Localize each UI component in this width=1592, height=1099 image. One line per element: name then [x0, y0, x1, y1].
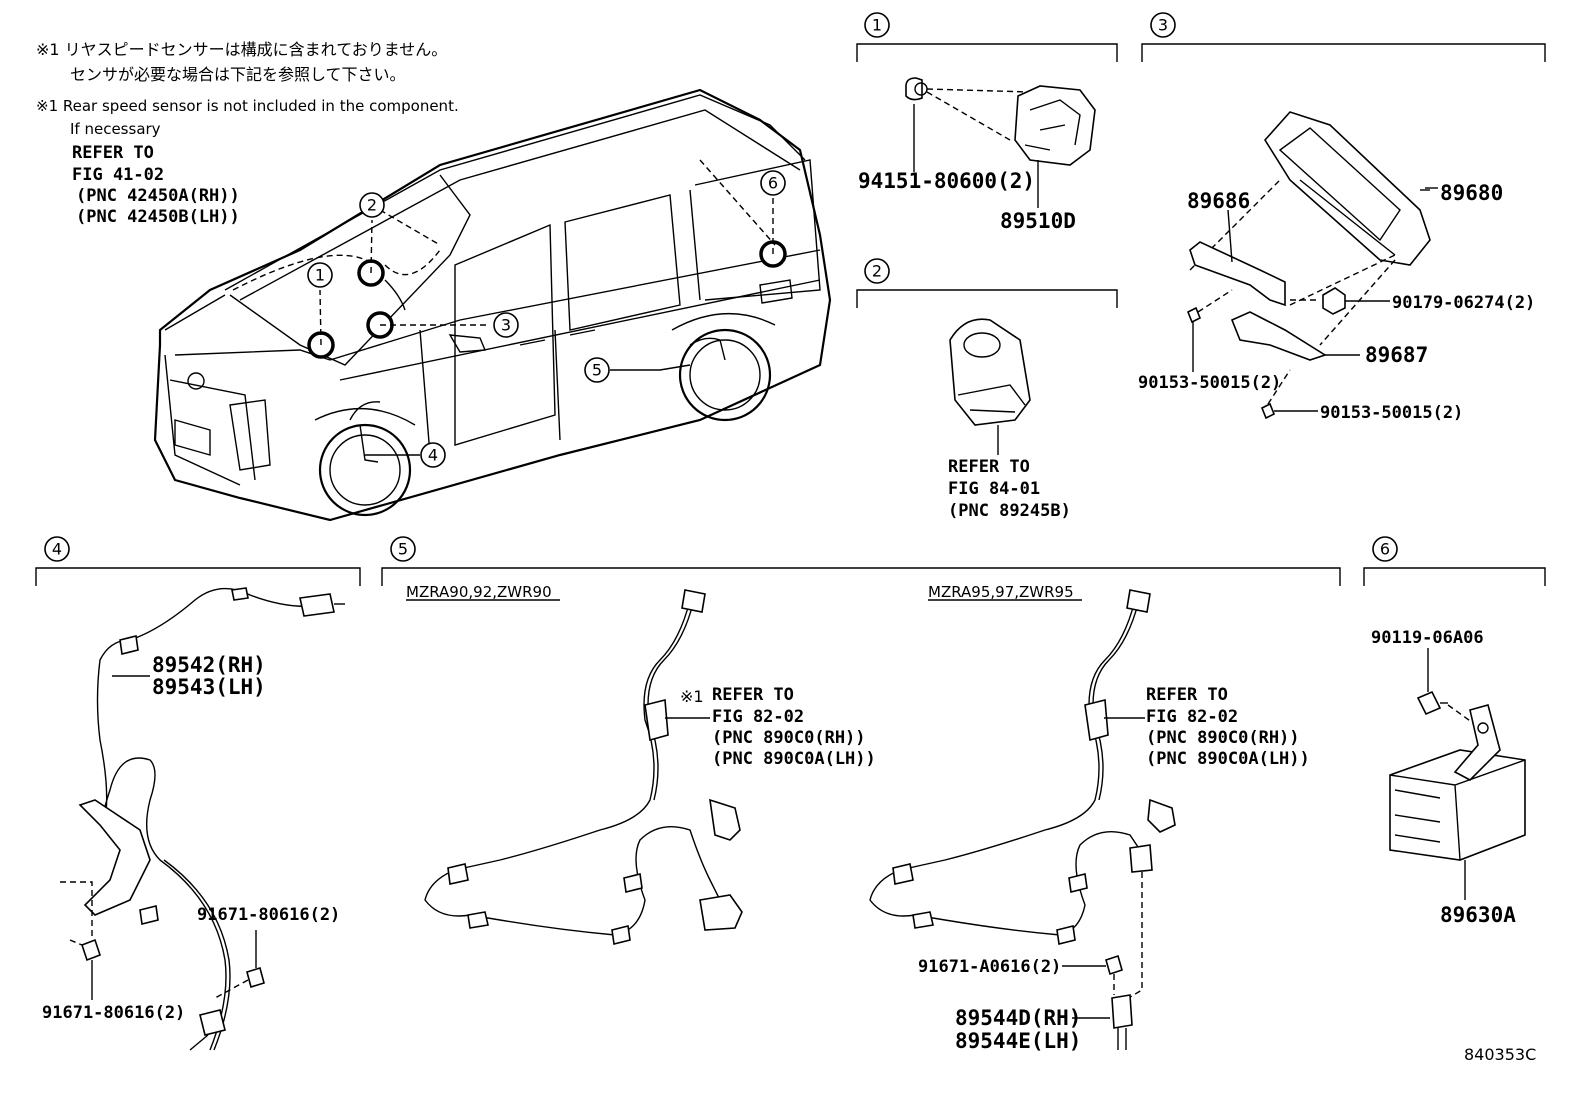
bracket-89687-part — [1230, 311, 1327, 361]
bolt-90119-part — [1416, 690, 1442, 716]
section-2-number: 2 — [872, 262, 882, 281]
label-94151-80600: 94151-80600(2) — [858, 169, 1035, 193]
model-label-b: MZRA95,97,ZWR95 — [928, 583, 1074, 601]
label-91671-80616-upper: 91671-80616(2) — [197, 905, 340, 925]
section-5-mark: ※1 — [680, 687, 704, 706]
nut-90179-part — [1322, 287, 1346, 315]
note-refer-3: (PNC 42450A(RH)) — [76, 186, 240, 206]
section-4-number: 4 — [52, 540, 62, 559]
label-89544d-rh: 89544D(RH) — [955, 1006, 1081, 1030]
label-89544e-lh: 89544E(LH) — [955, 1029, 1081, 1053]
section-5b-refer-4: (PNC 890C0A(LH)) — [1146, 749, 1310, 769]
section-1-number: 1 — [872, 16, 882, 35]
section-5a-refer-4: (PNC 890C0A(LH)) — [712, 749, 876, 769]
vehicle-illustration — [153, 88, 832, 522]
vehicle-callouts: 1 2 3 4 5 6 — [307, 170, 786, 468]
vehicle-callout-6: 6 — [760, 170, 786, 196]
label-89686: 89686 — [1187, 189, 1250, 213]
wire-bracket-part — [78, 799, 151, 916]
section-3: 3 89680 89686 90179-06274(2) 89687 90153… — [1138, 12, 1546, 423]
section-2-refer-3: (PNC 89245B) — [948, 501, 1071, 521]
section-1: 1 94151-80600(2) 89510D — [856, 12, 1118, 233]
svg-text:6: 6 — [768, 174, 778, 193]
bolt-91671-a0616-part — [1105, 954, 1123, 976]
section-5b-refer-3: (PNC 890C0(RH)) — [1146, 728, 1300, 748]
note-jp-line2: センサが必要な場合は下記を参照して下さい。 — [70, 65, 406, 84]
section-5: 5 MZRA90,92,ZWR90 MZRA95,97,ZWR95 ※1 REF… — [381, 536, 1341, 1053]
vehicle-callout-5: 5 — [584, 357, 610, 383]
label-91671-a0616: 91671-A0616(2) — [918, 957, 1061, 977]
section-5a-refer-3: (PNC 890C0(RH)) — [712, 728, 866, 748]
section-2: 2 REFER TO FIG 84-01 (PNC 89245B) — [856, 258, 1118, 521]
bolt-90153-b-part — [1260, 402, 1276, 420]
vehicle-callout-2: 2 — [359, 192, 385, 218]
rear-harness-a — [424, 599, 721, 936]
section-5-number: 5 — [398, 540, 408, 559]
section-2-refer-2: FIG 84-01 — [948, 479, 1040, 499]
sensor-89510D-part — [1014, 85, 1096, 166]
section-5a-refer-2: FIG 82-02 — [712, 707, 804, 727]
notes-block: ※1 リヤスピードセンサーは構成に含まれておりません。 センサが必要な場合は下記… — [36, 40, 459, 227]
figure-code: 840353C — [1464, 1045, 1536, 1064]
note-en-line1: ※1 Rear speed sensor is not included in … — [36, 97, 459, 115]
note-en-line2: If necessary — [70, 120, 161, 138]
rear-harness-b — [869, 599, 1141, 936]
section-6: 6 90119-06A06 89630A — [1363, 536, 1546, 927]
vehicle-callout-4: 4 — [420, 442, 446, 468]
svg-text:5: 5 — [592, 361, 602, 380]
svg-text:4: 4 — [428, 446, 438, 465]
label-90153-50015-a: 90153-50015(2) — [1138, 373, 1281, 393]
svg-text:3: 3 — [501, 316, 511, 335]
bolt-91671-lower-part — [80, 938, 102, 962]
section-5b-refer-2: FIG 82-02 — [1146, 707, 1238, 727]
note-refer-4: (PNC 42450B(LH)) — [76, 207, 240, 227]
bolt-90153-a-part — [1186, 306, 1202, 324]
section-5a-refer-1: REFER TO — [712, 685, 794, 705]
model-label-a: MZRA90,92,ZWR90 — [406, 583, 552, 601]
vehicle-callout-1: 1 — [307, 262, 333, 288]
grommet-part — [905, 77, 923, 101]
label-89543-lh: 89543(LH) — [152, 675, 266, 699]
label-90153-50015-b: 90153-50015(2) — [1320, 403, 1463, 423]
bolt-91671-upper-part — [246, 966, 265, 989]
computer-89680-part — [1264, 111, 1431, 266]
ecu-89630A-part — [1389, 749, 1526, 861]
vehicle-callout-3: 3 — [493, 312, 519, 338]
speed-sensor-89544-part — [1111, 994, 1133, 1029]
steering-sensor-part — [949, 318, 1031, 426]
note-refer-2: FIG 41-02 — [72, 165, 164, 185]
label-89542-rh: 89542(RH) — [152, 653, 266, 677]
note-jp-line1: ※1 リヤスピードセンサーは構成に含まれておりません。 — [36, 40, 447, 59]
section-3-number: 3 — [1158, 16, 1168, 35]
label-89510D: 89510D — [1000, 209, 1076, 233]
svg-text:1: 1 — [315, 266, 325, 285]
label-89687: 89687 — [1365, 343, 1428, 367]
section-4: 4 89542(RH) 89543(LH) 91671-80616(2) 916… — [35, 536, 361, 1051]
label-89630A: 89630A — [1440, 903, 1516, 927]
section-6-number: 6 — [1380, 540, 1390, 559]
section-2-refer-1: REFER TO — [948, 457, 1030, 477]
section-5b-refer-1: REFER TO — [1146, 685, 1228, 705]
label-90179-06274: 90179-06274(2) — [1392, 293, 1535, 313]
bracket-89686-part — [1189, 241, 1286, 307]
label-89680: 89680 — [1440, 181, 1503, 205]
label-91671-80616-lower: 91671-80616(2) — [42, 1003, 185, 1023]
svg-text:2: 2 — [367, 196, 377, 215]
note-refer-1: REFER TO — [72, 143, 154, 163]
label-90119-06a06: 90119-06A06 — [1371, 628, 1484, 648]
